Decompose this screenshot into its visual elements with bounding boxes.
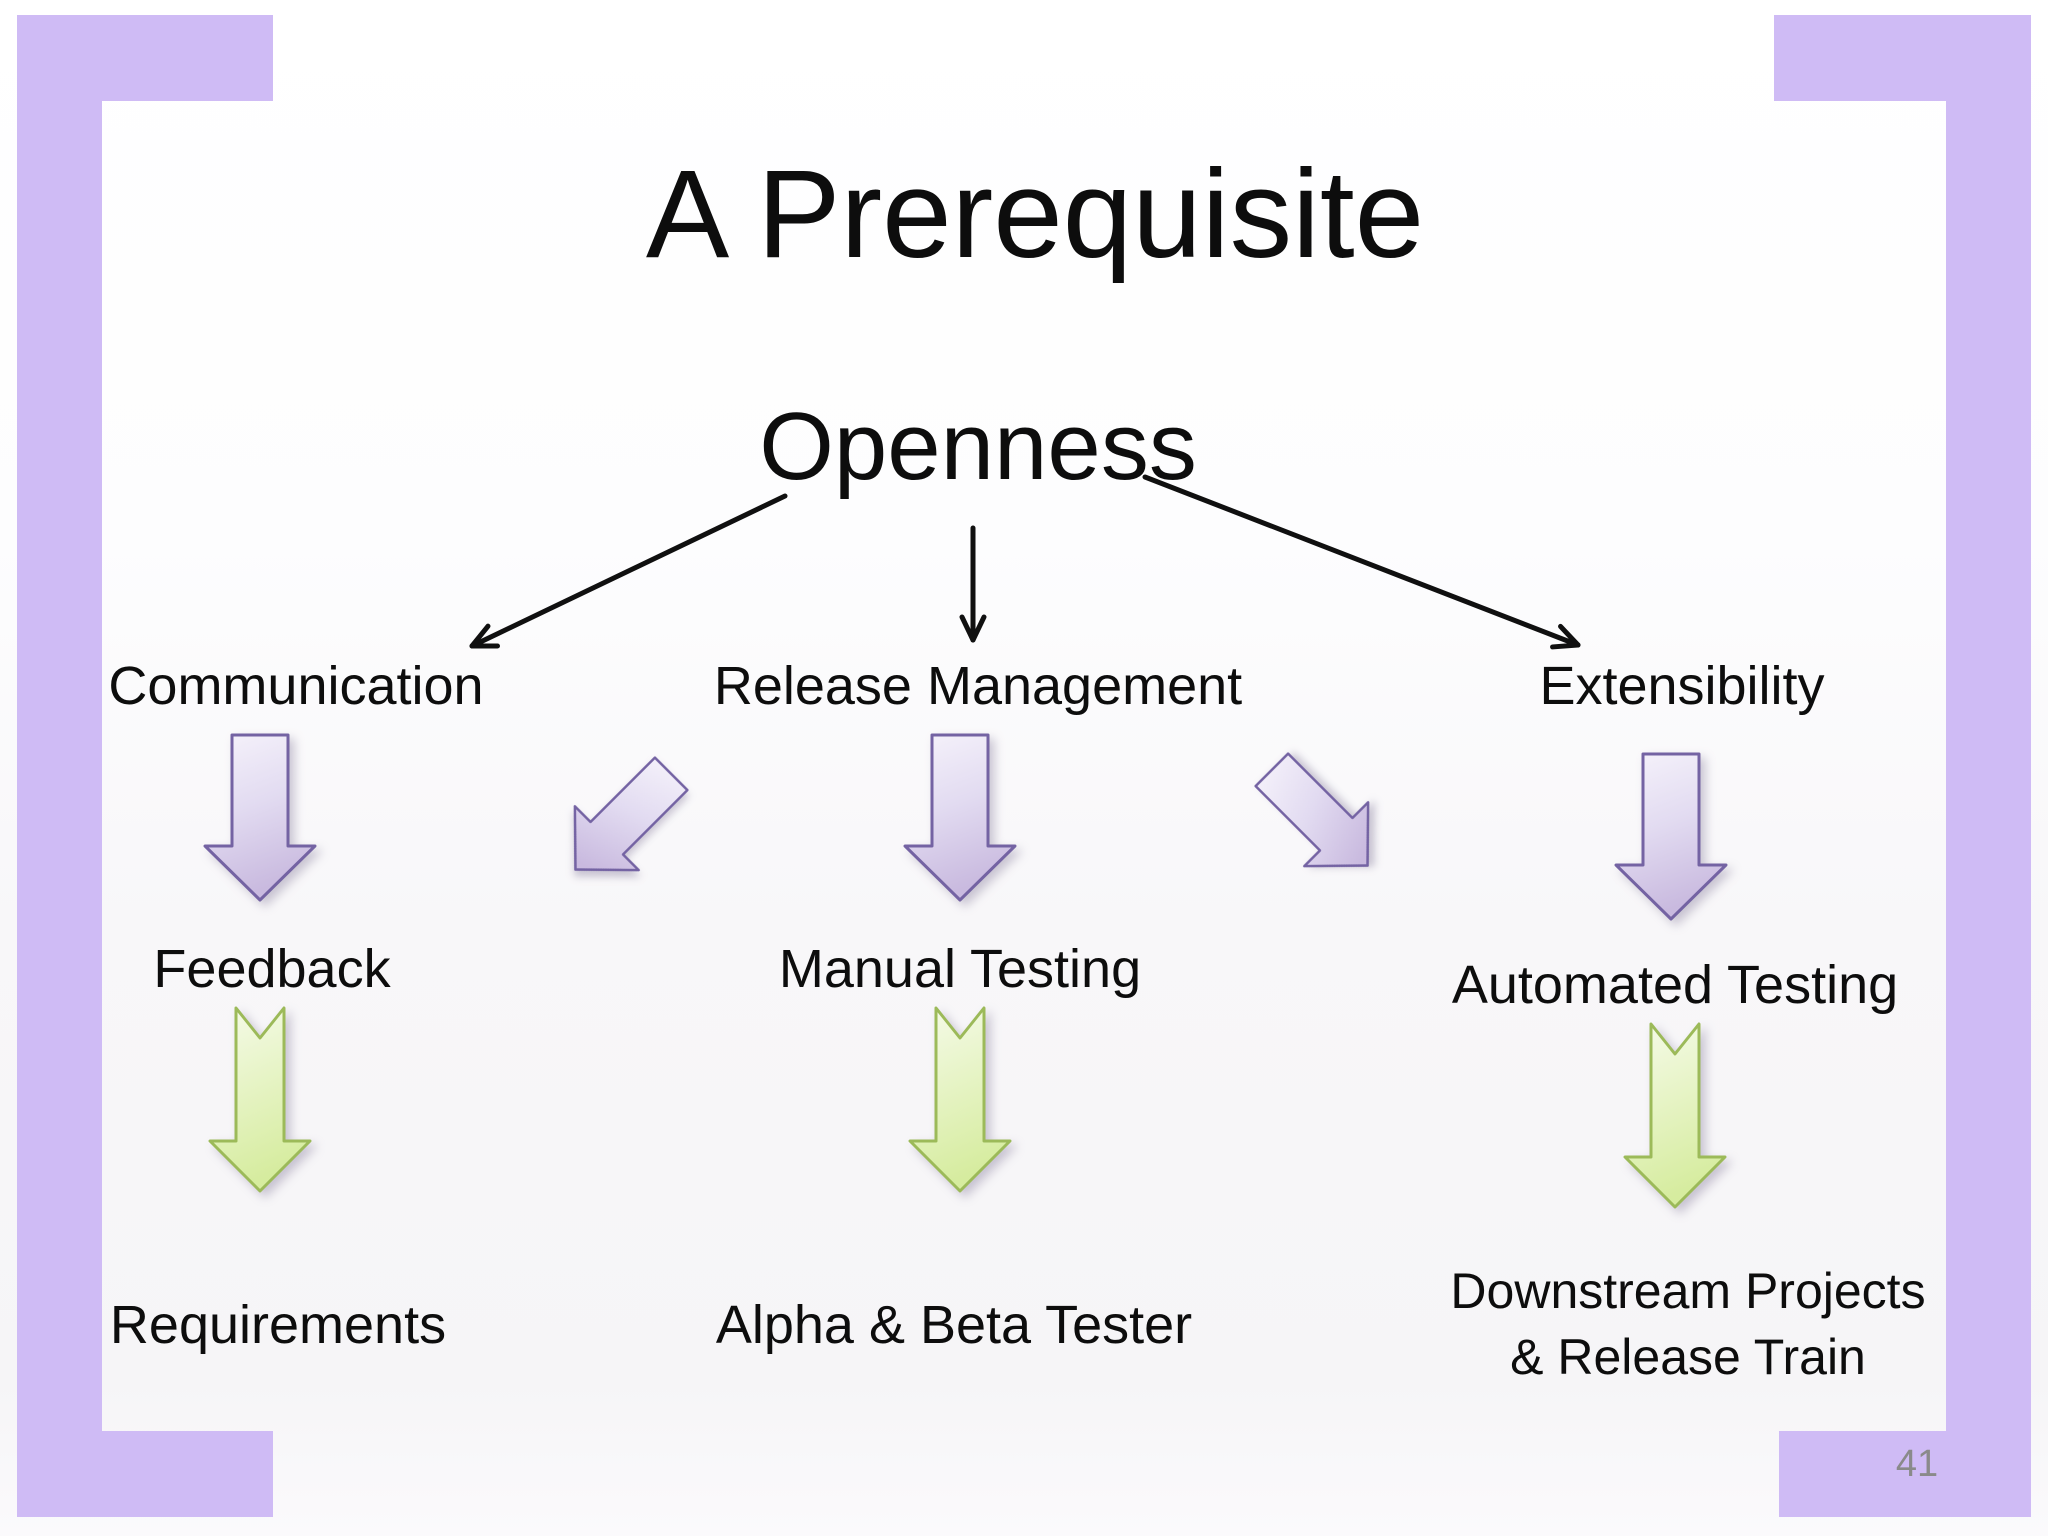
purple-diagonal-arrow-down-left xyxy=(573,756,689,872)
purple-down-arrow-communication xyxy=(203,733,317,902)
connector-arrow-to-extensibility xyxy=(1142,474,1581,650)
label-extensibility: Extensibility xyxy=(1539,656,1825,716)
label-requirements: Requirements xyxy=(109,1295,447,1355)
green-down-arrow-automated-testing xyxy=(1623,1022,1727,1209)
purple-down-arrow-extensibility xyxy=(1614,752,1728,921)
connector-arrow-to-communication xyxy=(469,493,788,649)
purple-diagonal-arrow-down-right xyxy=(1254,752,1370,868)
label-manual-testing: Manual Testing xyxy=(778,939,1142,999)
slide-title: A Prerequisite xyxy=(645,145,1425,284)
left-bracket-bottom-bar xyxy=(17,1431,273,1517)
label-feedback: Feedback xyxy=(153,939,391,999)
label-communication: Communication xyxy=(108,656,484,716)
green-down-arrow-manual-testing xyxy=(908,1006,1012,1193)
label-downstream-line2: & Release Train xyxy=(1510,1329,1866,1385)
label-alpha-beta-tester: Alpha & Beta Tester xyxy=(715,1295,1193,1355)
right-bracket-bottom-bar xyxy=(1779,1431,2031,1517)
label-downstream-line1: Downstream Projects xyxy=(1450,1263,1926,1319)
label-downstream-projects: Downstream Projects & Release Train xyxy=(1450,1258,1925,1390)
label-release-management: Release Management xyxy=(713,656,1243,716)
purple-down-arrow-release xyxy=(903,733,1017,902)
left-bracket-vertical-bar xyxy=(17,15,102,1517)
label-automated-testing: Automated Testing xyxy=(1451,955,1899,1015)
page-number: 41 xyxy=(1895,1443,1939,1485)
left-bracket-top-bar xyxy=(17,15,273,101)
right-bracket-top-bar xyxy=(1774,15,2031,101)
right-bracket-vertical-bar xyxy=(1946,15,2031,1517)
green-down-arrow-feedback xyxy=(208,1006,312,1193)
central-concept: Openness xyxy=(759,393,1197,500)
